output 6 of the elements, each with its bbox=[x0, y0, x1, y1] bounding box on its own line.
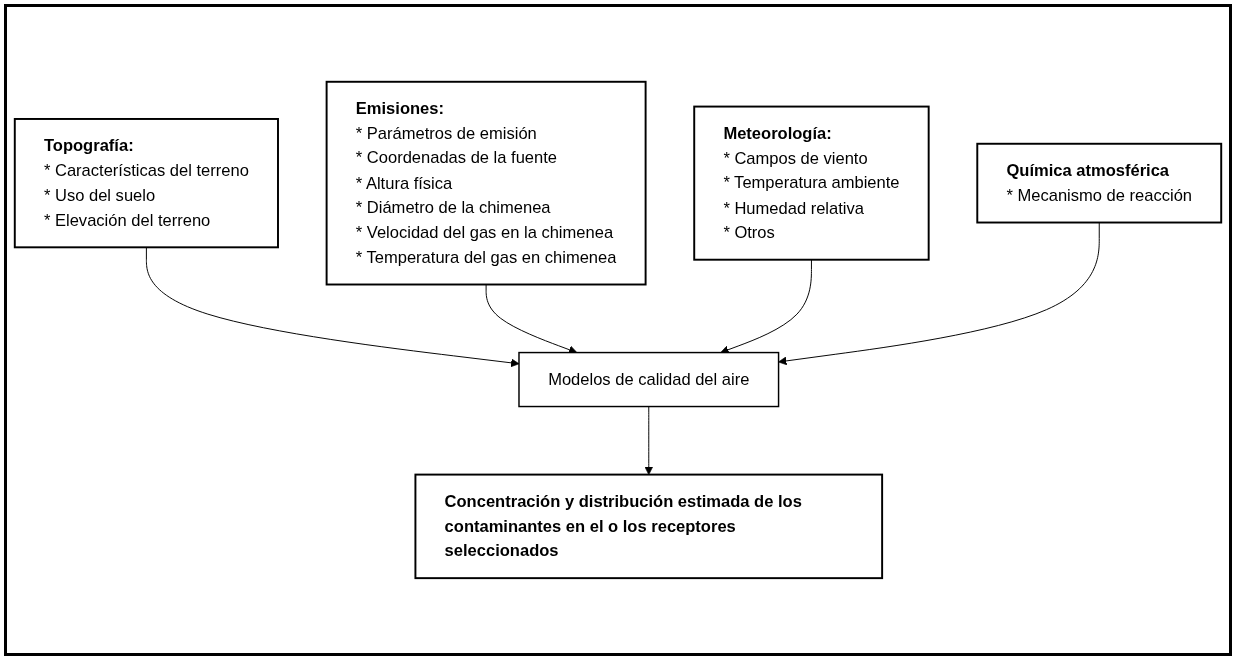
node-box: Modelos de calidad del aire bbox=[518, 351, 780, 408]
node-box: Concentración y distribución estimada de los contaminantes en el o los receptores seleccionados bbox=[414, 473, 884, 580]
node-box: Emisiones: * Parámetros de emisión * Coordenadas de la fuente * Altura física * Diámetro de la chimenea * Velocidad del gas en la chimenea * Temperatura del gas en chimenea bbox=[325, 80, 647, 286]
node-box: Química atmosférica * Mecanismo de reacción bbox=[976, 142, 1223, 224]
node-box: Meteorología: * Campos de viento * Temperatura ambiente * Humedad relativa * Otros bbox=[693, 105, 930, 261]
node-box: Topografía: * Características del terreno * Uso del suelo * Elevación del terreno bbox=[13, 118, 279, 249]
